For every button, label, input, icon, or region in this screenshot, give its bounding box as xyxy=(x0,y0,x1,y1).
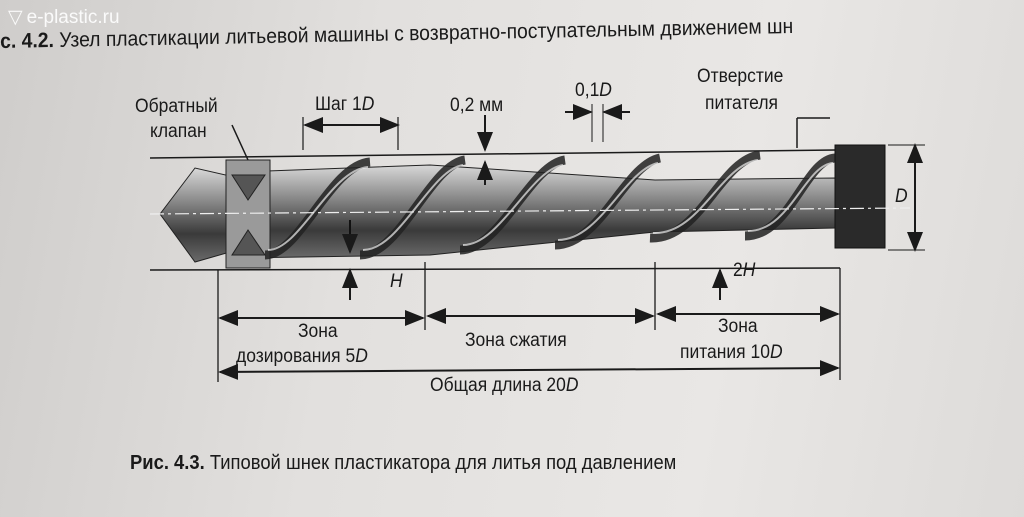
total-length-arrow xyxy=(218,360,840,380)
label-feed-hole: Отверстие xyxy=(697,66,784,87)
logo-icon: ▽ xyxy=(8,7,23,28)
figure-caption: Рис. 4.3. Типовой шнек пластикатора для … xyxy=(130,452,677,474)
watermark: ▽e-plastic.ru xyxy=(8,6,120,29)
label-pitch: Шаг 1D xyxy=(315,94,375,115)
label-clearance: 0,2 мм xyxy=(450,95,504,116)
label-zone-metering: Зона xyxy=(298,321,338,342)
label-diameter: D xyxy=(895,186,908,207)
label-zone-compression: Зона сжатия xyxy=(465,330,567,351)
label-flight-width: 0,1D xyxy=(575,80,612,101)
label-total-length: Общая длина 20D xyxy=(430,375,579,396)
label-zone-feed: Зона xyxy=(718,316,758,337)
label-zone-metering-2: дозирования 5D xyxy=(236,346,368,367)
label-valve-2: клапан xyxy=(150,121,207,142)
label-feed-hole-2: питателя xyxy=(705,93,778,114)
label-feed-depth: 2H xyxy=(733,260,756,281)
valve-pointer xyxy=(231,124,249,161)
screw-flange xyxy=(834,144,886,249)
screw-tip xyxy=(159,167,231,263)
axis-line xyxy=(149,207,911,215)
barrel-top-line xyxy=(149,149,836,159)
label-zone-feed-2: питания 10D xyxy=(680,342,783,363)
label-depth: H xyxy=(390,271,403,292)
label-valve: Обратный xyxy=(135,96,218,117)
